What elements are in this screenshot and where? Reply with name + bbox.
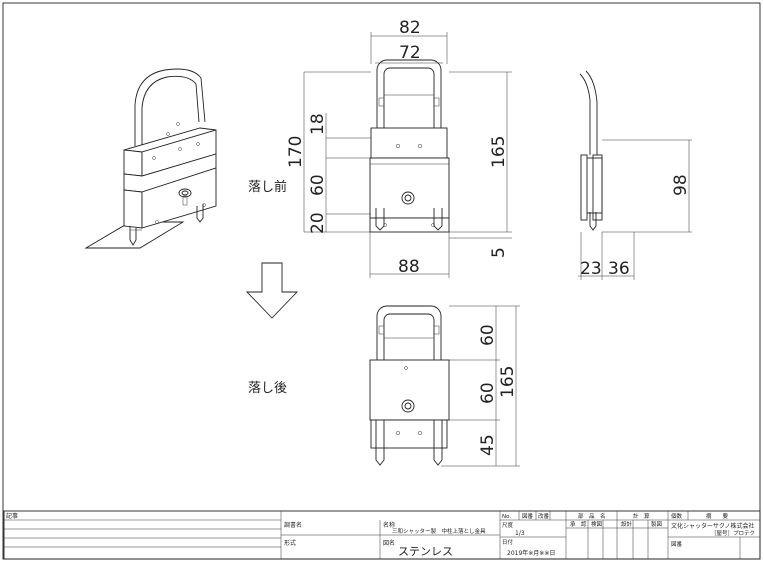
dim-88: 88 bbox=[398, 257, 420, 277]
tb-approval-label: 承 認 bbox=[570, 520, 587, 528]
tb-scale-label: 尺度 bbox=[502, 521, 514, 529]
tb-remarks-label: 記事 bbox=[6, 512, 18, 520]
dim-165: 165 bbox=[489, 136, 509, 168]
tb-no-label: No. bbox=[502, 514, 511, 520]
tb-date-label: 日付 bbox=[502, 538, 514, 546]
dim-60: 60 bbox=[308, 174, 328, 196]
tb-drawing-value: ステンレス bbox=[398, 545, 453, 558]
tb-draft-label: 製図 bbox=[651, 520, 663, 528]
dim-18: 18 bbox=[308, 113, 328, 135]
tb-drawing-label: 図名 bbox=[383, 539, 395, 547]
dim-23: 23 bbox=[580, 259, 602, 279]
tb-rev-label: 改番 bbox=[538, 512, 550, 520]
label-after: 落し後 bbox=[248, 381, 287, 396]
tb-format-label: 形式 bbox=[284, 539, 296, 547]
title-block bbox=[3, 510, 761, 560]
dim-36: 36 bbox=[608, 259, 630, 279]
dim-5: 5 bbox=[489, 247, 509, 258]
tb-name-value: 三和シャッター製 中柱上落とし金具 bbox=[392, 527, 486, 535]
tb-ref-label: 図番 bbox=[522, 513, 534, 520]
tb-note-label: 摘 要 bbox=[706, 512, 729, 520]
dim-after-60a: 60 bbox=[478, 324, 498, 346]
tb-check-label: 検図 bbox=[591, 520, 603, 528]
tb-qty-label: 個数 bbox=[671, 512, 683, 520]
dim-98: 98 bbox=[671, 174, 691, 196]
sheet-border bbox=[2, 2, 761, 560]
tb-seal-label: 図番 bbox=[671, 541, 683, 548]
tb-design-label: 設計 bbox=[621, 520, 633, 528]
side-view bbox=[578, 70, 692, 280]
tb-date-value: 2019年※月※※日 bbox=[507, 549, 555, 557]
front-view-after bbox=[369, 305, 520, 467]
front-view-before bbox=[303, 32, 512, 278]
dim-20: 20 bbox=[308, 212, 328, 234]
tb-client-label: 調書名 bbox=[284, 521, 302, 529]
dim-after-60b: 60 bbox=[478, 382, 498, 404]
dim-after-45: 45 bbox=[478, 434, 498, 456]
tb-part-label: 部 品 名 bbox=[578, 512, 606, 520]
dim-72: 72 bbox=[399, 43, 421, 63]
tb-calc-label: 計 算 bbox=[633, 512, 650, 520]
tb-scale-value: 1/3 bbox=[515, 530, 525, 537]
tb-company: 文化シャッターサクノ株式会社 bbox=[671, 522, 755, 530]
tb-name-label: 名称 bbox=[383, 521, 395, 529]
down-arrow-icon bbox=[245, 262, 299, 319]
dim-after-165: 165 bbox=[498, 366, 518, 398]
dim-170: 170 bbox=[286, 136, 306, 168]
dim-82: 82 bbox=[399, 18, 421, 38]
label-before: 落し前 bbox=[248, 179, 287, 195]
tb-company-sub: ［屋号］プロテク bbox=[711, 530, 755, 537]
isometric-view bbox=[84, 68, 217, 249]
